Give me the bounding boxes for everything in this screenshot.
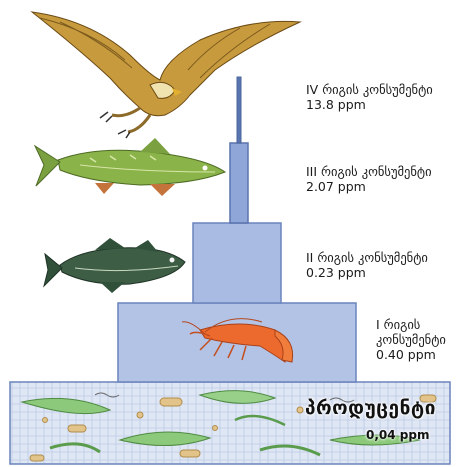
level-4-value: 13.8 ppm — [306, 97, 433, 112]
pike-icon — [35, 138, 225, 196]
level-4-title: IV რიგის კონსუმენტი — [306, 82, 433, 97]
eagle-icon — [32, 12, 300, 138]
level-2-title: II რიგის კონსუმენტი — [306, 250, 428, 265]
producer-title: პროდუცენტი — [305, 397, 436, 419]
cod-icon — [44, 238, 185, 293]
level-3-block — [230, 143, 248, 223]
level-2-label: II რიგის კონსუმენტი 0.23 ppm — [306, 250, 428, 280]
level-4-label: IV რიგის კონსუმენტი 13.8 ppm — [306, 82, 433, 112]
level-2-block — [193, 223, 281, 303]
level-1-title-line1: I რიგის — [376, 317, 446, 332]
level-3-value: 2.07 ppm — [306, 179, 432, 194]
level-1-label: I რიგის კონსუმენტი 0.40 ppm — [376, 317, 446, 362]
level-4-block — [237, 77, 241, 143]
level-1-title-line2: კონსუმენტი — [376, 332, 446, 347]
level-3-title: III რიგის კონსუმენტი — [306, 164, 432, 179]
level-2-value: 0.23 ppm — [306, 265, 428, 280]
producer-value: 0,04 ppm — [366, 428, 429, 442]
level-1-value: 0.40 ppm — [376, 347, 446, 362]
level-3-label: III რიგის კონსუმენტი 2.07 ppm — [306, 164, 432, 194]
producer-block — [10, 382, 450, 464]
